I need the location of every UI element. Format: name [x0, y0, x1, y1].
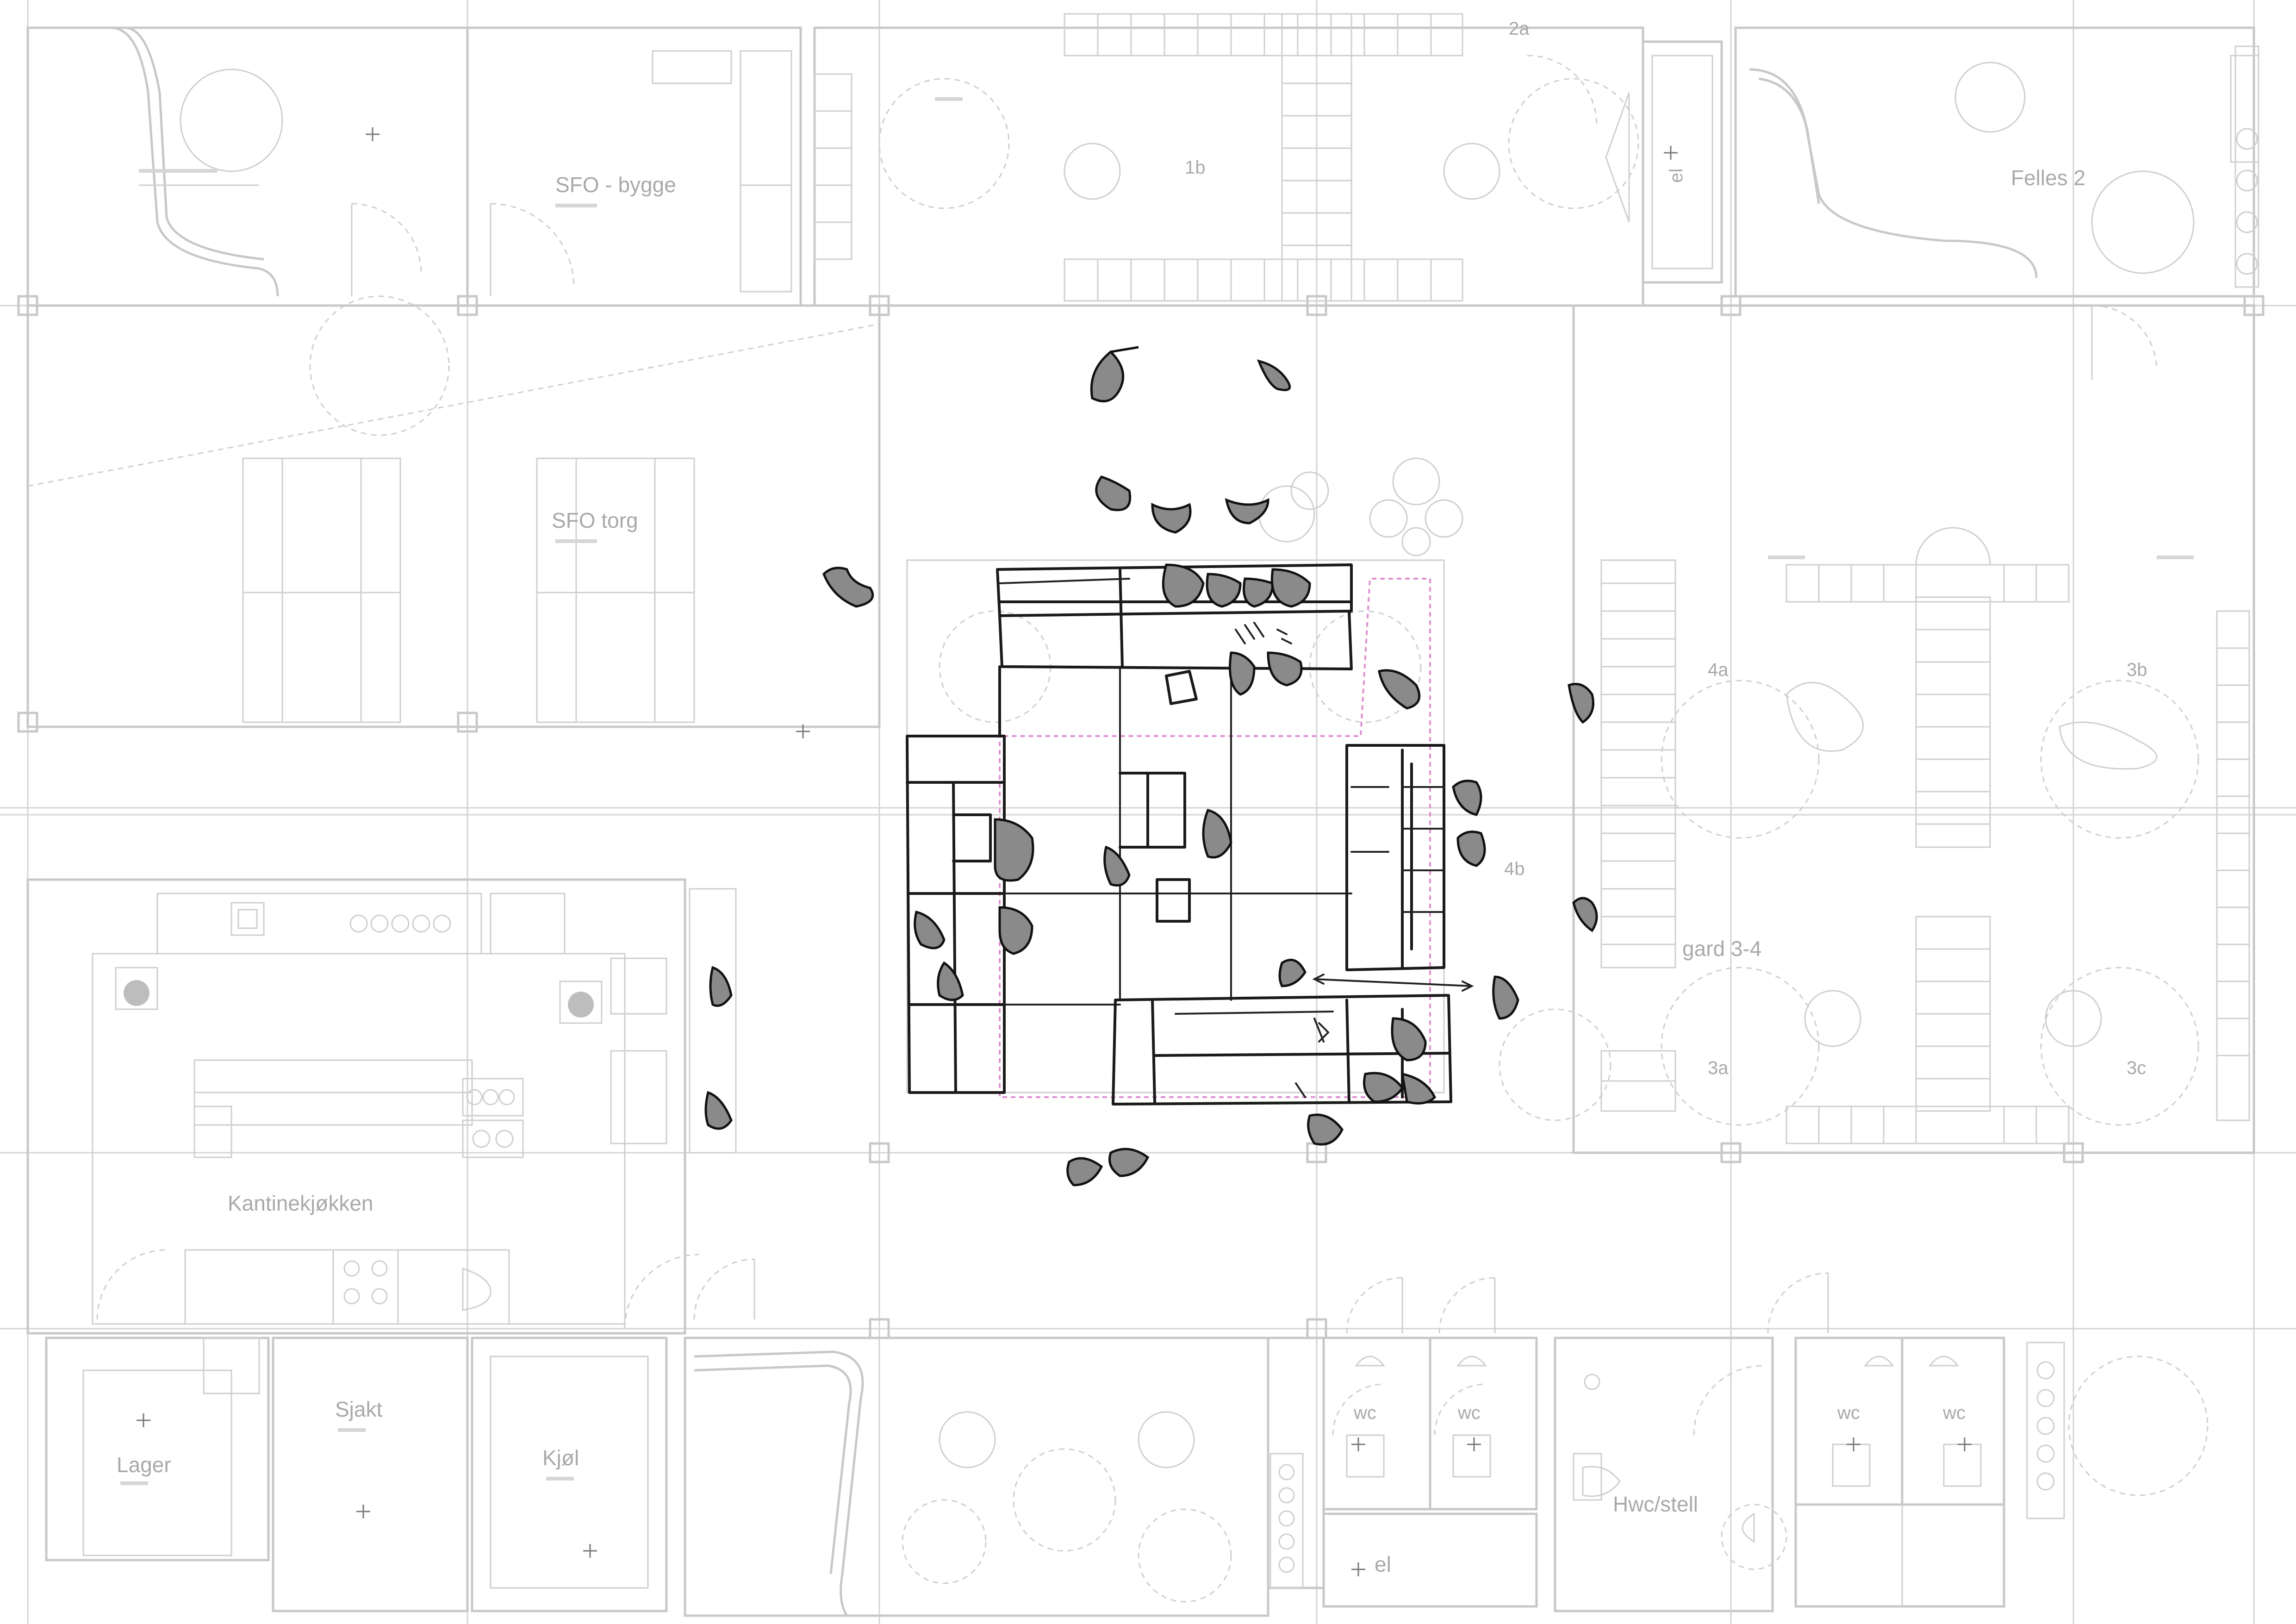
label-underlines: [120, 97, 2194, 1485]
room-label-4b: 4b: [1504, 859, 1525, 879]
room-label-wc-2: wc: [1457, 1403, 1481, 1423]
hand-sketch-overlay: [704, 346, 1598, 1187]
room-label-3a: 3a: [1708, 1058, 1729, 1078]
room-label-el-bottom: el: [1375, 1552, 1391, 1576]
sketch-stones: [704, 346, 1598, 1187]
sketch-boundary-dashed: [995, 578, 1431, 1098]
room-label-lager: Lager: [117, 1453, 171, 1477]
bottom-left-rooms: [45, 1337, 668, 1612]
classroom-area: [1499, 304, 2255, 1154]
room-label-4a: 4a: [1708, 660, 1729, 680]
room-label-hwc-stell: Hwc/stell: [1613, 1492, 1698, 1516]
room-label-gard-3-4: gard 3-4: [1682, 937, 1761, 961]
room-label-kantinekjokken: Kantinekjøkken: [228, 1191, 373, 1215]
bottom-corridor: [684, 1337, 1269, 1617]
room-label-el-top: el: [1666, 169, 1686, 183]
room-label-sjakt: Sjakt: [335, 1397, 382, 1421]
room-label-1b: 1b: [1185, 157, 1206, 178]
room-label-wc-4: wc: [1942, 1403, 1966, 1423]
room-label-felles-2: Felles 2: [2011, 166, 2085, 190]
room-label-sfo-torg: SFO torg: [552, 508, 638, 532]
room-label-3c: 3c: [2127, 1058, 2146, 1078]
room-label-wc-1: wc: [1353, 1403, 1376, 1423]
room-label-kjol: Kjøl: [542, 1446, 579, 1470]
cross-markers: [137, 127, 1972, 1576]
room-label-3b: 3b: [2127, 660, 2147, 680]
columns: [17, 295, 2265, 1339]
bottom-right-wc-block: [1267, 1272, 2209, 1612]
sfo-torg-area: [26, 295, 881, 728]
room-label-wc-3: wc: [1837, 1403, 1860, 1423]
room-labels: SFO - bygge 1b 2a el Felles 2 SFO torg 4…: [117, 19, 2147, 1576]
kitchen-area: [26, 878, 755, 1335]
room-label-2a: 2a: [1509, 19, 1530, 39]
room-label-sfo-bygge: SFO - bygge: [555, 173, 676, 197]
top-rooms: [26, 13, 2259, 307]
